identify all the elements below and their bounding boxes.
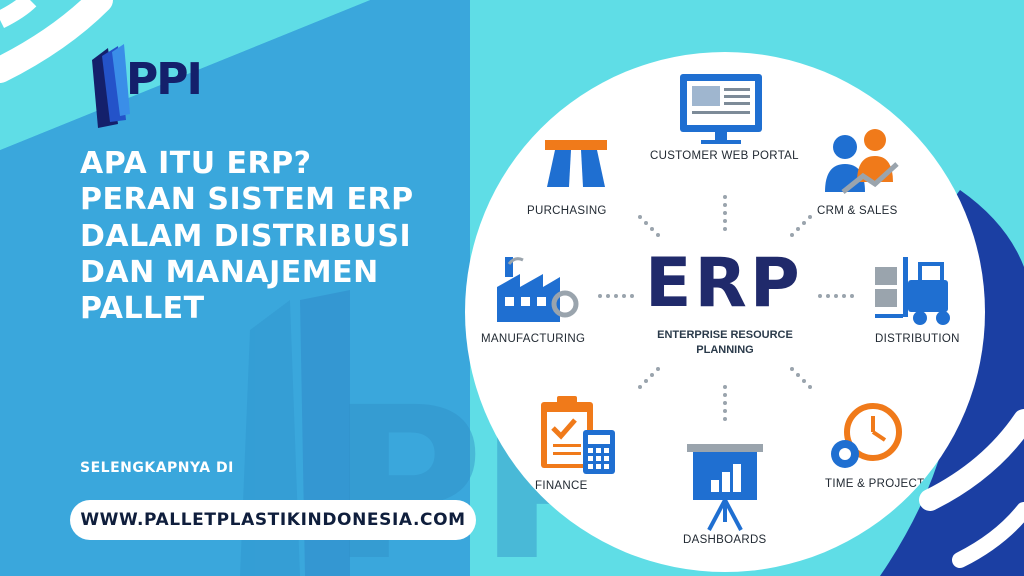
- module-label-crm-sales: CRM & SALES: [817, 205, 898, 217]
- erp-subtitle-line: ENTERPRISE RESOURCE: [657, 329, 793, 341]
- website-link-button[interactable]: WWW.PALLETPLASTIKINDONESIA.COM: [70, 500, 476, 540]
- module-label-purchasing: PURCHASING: [527, 205, 607, 217]
- distribution-icon: [875, 257, 950, 325]
- erp-title: ERP: [645, 244, 803, 323]
- brand-logo-text: PPI: [126, 54, 203, 105]
- erp-diagram: CUSTOMER WEB PORTAL PURCHASING CRM & SAL…: [465, 52, 985, 572]
- module-label-time-projects: TIME & PROJECTS: [825, 478, 933, 490]
- module-label-customer-web-portal: CUSTOMER WEB PORTAL: [650, 150, 799, 162]
- headline: APA ITU ERP? PERAN SISTEM ERP DALAM DIST…: [80, 146, 440, 327]
- crm-sales-icon: [825, 129, 899, 194]
- headline-line: PERAN SISTEM ERP: [80, 182, 414, 218]
- time-projects-icon: [831, 403, 902, 468]
- website-url[interactable]: WWW.PALLETPLASTIKINDONESIA.COM: [80, 510, 466, 530]
- module-label-dashboards: DASHBOARDS: [683, 534, 767, 546]
- manufacturing-icon: [497, 257, 579, 322]
- purchasing-icon: [545, 140, 607, 187]
- module-label-distribution: DISTRIBUTION: [875, 333, 960, 345]
- module-label-manufacturing: MANUFACTURING: [481, 333, 586, 345]
- erp-subtitle: ENTERPRISE RESOURCE PLANNING: [640, 328, 810, 358]
- erp-diagram-graphics: [497, 74, 950, 531]
- monitor-icon: [680, 74, 762, 144]
- cta-label: SELENGKAPNYA DI: [80, 460, 234, 476]
- erp-subtitle-line: PLANNING: [696, 343, 754, 356]
- headline-line: PALLET: [80, 291, 205, 327]
- headline-line: DALAM DISTRIBUSI: [80, 218, 412, 254]
- dashboards-icon: [687, 444, 763, 531]
- module-label-finance: FINANCE: [535, 480, 588, 492]
- brand-logo-icon: [92, 44, 130, 128]
- finance-icon: [541, 396, 615, 474]
- headline-line: DAN MANAJEMEN: [80, 254, 379, 290]
- headline-line: APA ITU ERP?: [80, 146, 312, 181]
